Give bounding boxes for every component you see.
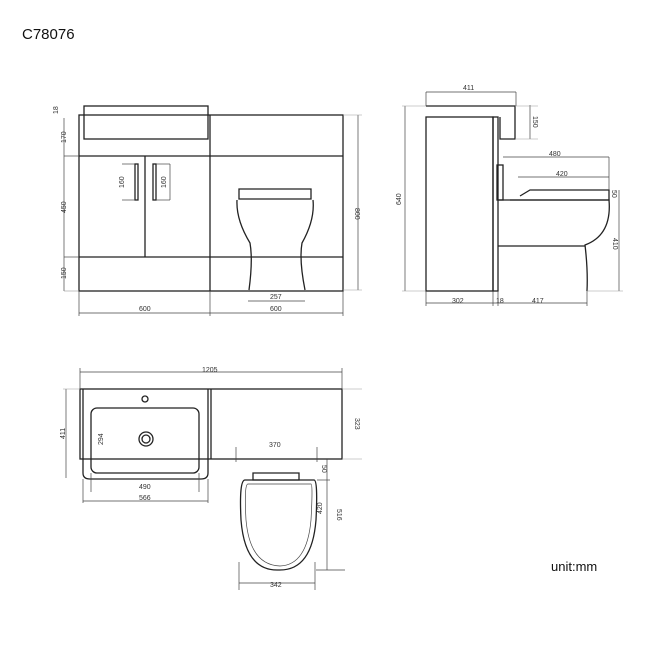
dim-basin-width: 566 (139, 495, 151, 502)
dim-worktop-depth: 323 (353, 418, 360, 430)
dim-pan-base-width: 257 (270, 294, 282, 301)
dim-total-width: 1205 (202, 367, 218, 374)
tap-hole (141, 395, 149, 403)
basin-side (426, 105, 516, 140)
door-handle-left (134, 163, 139, 201)
dim-pan-projection: 417 (532, 298, 544, 305)
dim-bowl-width: 490 (139, 484, 151, 491)
product-code: C78076 (22, 26, 75, 43)
dim-bowl-depth: 294 (98, 433, 105, 445)
dim-worktop-thickness: 18 (53, 106, 60, 114)
unit-label: unit:mm (551, 559, 598, 574)
dim-seat-thickness: 50 (610, 190, 617, 198)
toilet-seat-front (238, 188, 312, 200)
waste-outlet (138, 431, 154, 447)
dim-plinth-height: 150 (61, 267, 68, 279)
cistern-top (252, 472, 300, 481)
toilet-seat-top (239, 479, 318, 571)
front-outline (78, 114, 344, 292)
dim-cistern-width: 370 (269, 442, 281, 449)
dim-pan-height: 410 (611, 238, 618, 250)
dim-pan-length: 480 (549, 151, 561, 158)
basin-top (82, 389, 209, 480)
dim-handle-right: 160 (161, 176, 168, 188)
dim-cistern-gap: 50 (320, 465, 327, 473)
dim-cabinet-depth: 302 (452, 298, 464, 305)
dim-panel-thickness: 18 (496, 298, 504, 305)
top-view: 1205 411 323 294 490 566 370 50 420 516 … (60, 367, 362, 590)
dim-total-height: 800 (353, 208, 360, 220)
front-view: 18 170 450 150 160 160 800 600 600 257 (53, 105, 362, 316)
basin-bowl (90, 407, 200, 474)
dim-side-height: 640 (396, 193, 403, 205)
dim-vanity-width: 600 (139, 306, 151, 313)
dim-pan-width: 342 (270, 582, 282, 589)
basin-front (83, 105, 209, 140)
dim-basin-height: 170 (61, 131, 68, 143)
dim-wc-unit-width: 600 (270, 306, 282, 313)
dim-door-height: 450 (61, 201, 68, 213)
door-handle-right (152, 163, 157, 201)
dim-handle-left: 160 (119, 176, 126, 188)
dim-seat-depth: 420 (317, 502, 324, 514)
dim-top-depth: 411 (463, 85, 474, 92)
cabinet-side (425, 116, 494, 292)
toilet-pan-side (498, 199, 610, 292)
dim-basin-depth: 411 (60, 428, 67, 439)
toilet-pan-front (236, 199, 314, 291)
dim-basin-drop: 150 (531, 116, 538, 128)
dim-seat-length: 420 (556, 171, 568, 178)
toilet-seat-side (510, 189, 610, 201)
dim-pan-depth: 516 (335, 509, 342, 521)
side-view: 411 150 640 480 420 50 410 302 18 417 (396, 85, 623, 306)
